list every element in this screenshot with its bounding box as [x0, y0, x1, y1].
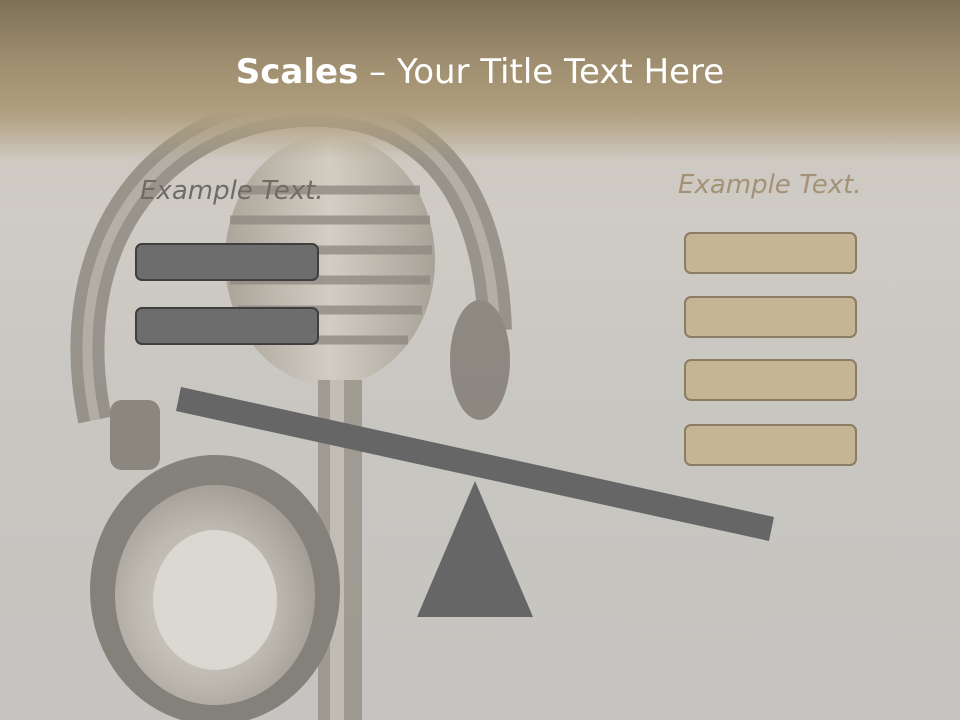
right-box-2 — [684, 296, 857, 338]
right-box-4 — [684, 424, 857, 466]
left-box-1 — [135, 243, 319, 281]
slide-title: Scales – Your Title Text Here — [0, 52, 960, 92]
right-box-3 — [684, 359, 857, 401]
left-box-2 — [135, 307, 319, 345]
right-example-text: Example Text. — [678, 170, 862, 200]
title-bar — [0, 0, 960, 160]
scale-beam — [176, 387, 774, 541]
title-rest: – Your Title Text Here — [358, 52, 725, 92]
left-example-text: Example Text. — [140, 176, 324, 206]
title-bold: Scales — [235, 52, 359, 92]
right-box-1 — [684, 232, 857, 274]
scale-fulcrum — [417, 481, 533, 617]
